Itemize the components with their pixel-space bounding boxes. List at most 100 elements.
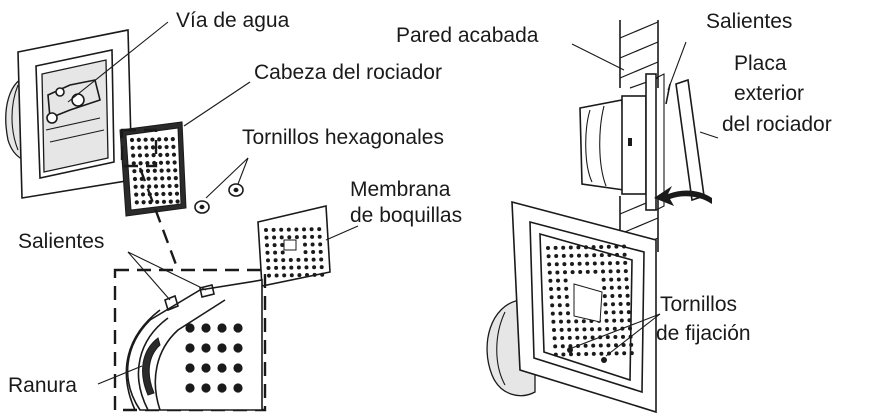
nozzle-hole [550, 303, 555, 308]
nozzle-hole [305, 272, 309, 277]
nozzle-hole [165, 152, 170, 157]
nozzle-hole [552, 336, 557, 341]
label-tornillos: Tornillos [660, 293, 737, 316]
nozzle-hole [621, 343, 626, 348]
nozzle-hole [272, 235, 277, 240]
nozzle-hole [612, 318, 617, 323]
nozzle-hole [133, 184, 138, 189]
nozzle-hole [574, 327, 579, 332]
label-tornillos-hexagonales: Tornillos hexagonales [242, 126, 444, 149]
nozzle-hole [147, 184, 152, 189]
nozzle-hole [274, 273, 279, 278]
nozzle-hole [160, 176, 165, 181]
nozzle-hole [611, 302, 615, 307]
nozzle-hole [591, 351, 596, 356]
nozzle-hole [163, 137, 169, 142]
nozzle-hole [131, 153, 136, 158]
housing-side-section [579, 73, 665, 211]
nozzle-hole [570, 270, 575, 275]
nozzle-hole [145, 161, 150, 166]
nozzle-hole [563, 270, 567, 275]
nozzle-hole [310, 242, 315, 247]
nozzle-hole [134, 200, 139, 205]
nozzle-hole [604, 318, 609, 323]
nozzle-hole [157, 137, 162, 142]
nozzle-hole [296, 257, 301, 262]
nozzle-hole [618, 302, 623, 307]
nozzle-hole [599, 244, 604, 249]
sprinkler-head [119, 121, 187, 217]
nozzle-hole [154, 192, 159, 197]
nozzle-hole [201, 383, 211, 393]
nozzle-hole [302, 227, 306, 232]
nozzle-hole [555, 270, 560, 275]
nozzle-hole [312, 272, 317, 277]
nozzle-hole [304, 257, 308, 262]
housing-box-left [5, 29, 133, 199]
nozzle-hole [611, 310, 616, 315]
nozzle-hole [217, 343, 227, 353]
nozzle-hole [585, 269, 590, 274]
nozzle-hole [552, 328, 556, 332]
nozzle-hole [567, 327, 572, 332]
nozzle-hole [201, 343, 211, 353]
nozzle-hole [568, 245, 573, 250]
nozzle-hole [559, 319, 563, 324]
label-exterior: exterior [734, 82, 804, 105]
nozzle-hole [619, 318, 624, 323]
nozzle-hole [280, 250, 285, 255]
nozzle-hole [626, 310, 631, 315]
nozzle-hole [318, 249, 323, 254]
nozzle-hole [302, 234, 307, 239]
nozzle-hole [140, 192, 146, 197]
nozzle-hole [612, 326, 617, 331]
nozzle-hole [622, 252, 627, 257]
nozzle-hole [130, 145, 135, 150]
nozzle-hole [175, 199, 180, 204]
nozzle-hole [274, 265, 279, 270]
nozzle-hole [605, 335, 610, 340]
label-de-boquillas: de boquillas [350, 204, 462, 227]
nozzle-hole [145, 168, 151, 173]
nozzle-hole [264, 235, 269, 240]
nozzle-hole [615, 261, 620, 266]
nozzle-hole [158, 152, 163, 158]
nozzle-hole [569, 253, 574, 258]
nozzle-hole [561, 352, 566, 357]
detail-enlargement [113, 268, 267, 412]
nozzle-hole [577, 253, 581, 258]
nozzle-hole [554, 254, 559, 259]
nozzle-hole [574, 319, 579, 324]
nozzle-hole [150, 137, 155, 142]
nozzle-hole [281, 265, 286, 270]
nozzle-hole [556, 286, 561, 291]
nozzle-hole [264, 228, 268, 232]
nozzle-hole [158, 160, 164, 165]
nozzle-hole [569, 352, 573, 357]
nozzle-hole [566, 311, 570, 316]
nozzle-hole [311, 250, 316, 255]
nozzle-hole [590, 335, 595, 340]
nozzle-hole [626, 301, 631, 306]
housing-front-assembled [486, 200, 657, 414]
nozzle-hole [622, 244, 626, 249]
nozzle-hole [609, 285, 614, 290]
nozzle-hole [159, 168, 164, 173]
nozzle-hole [621, 334, 625, 339]
nozzle-hole [155, 199, 160, 205]
nozzle-hole [551, 319, 556, 324]
nozzle-hole [570, 261, 574, 266]
nozzle-hole [304, 265, 309, 270]
nozzle-hole [623, 269, 628, 274]
nozzle-hole [297, 273, 302, 278]
nozzle-hole [576, 352, 581, 357]
nozzle-hole [319, 265, 324, 270]
nozzle-hole [153, 176, 158, 181]
nozzle-hole [185, 383, 195, 393]
nozzle-hole [599, 351, 604, 356]
label-via-de-agua: Vía de agua [176, 9, 290, 32]
nozzle-hole [608, 261, 612, 266]
nozzle-hole [168, 191, 173, 196]
nozzle-hole [233, 323, 243, 333]
